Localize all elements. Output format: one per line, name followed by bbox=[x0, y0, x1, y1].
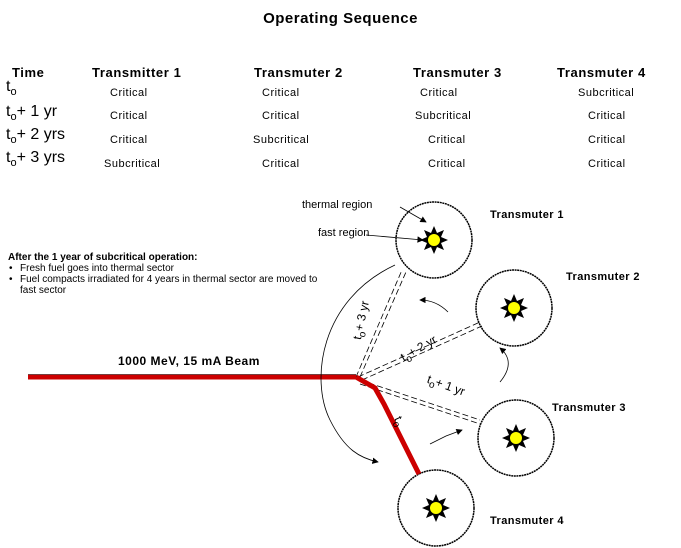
transmuter-2-label: Transmuter 2 bbox=[566, 271, 640, 283]
table-row-time: to+ 3 yrs bbox=[6, 149, 66, 170]
table-cell: Critical bbox=[420, 87, 458, 99]
rotation-arrow bbox=[429, 428, 463, 445]
table-cell: Critical bbox=[110, 134, 148, 146]
header-transmuter-2: Transmuter 2 bbox=[254, 65, 343, 80]
note-bullet: Fresh fuel goes into thermal sector bbox=[9, 263, 320, 274]
rotation-arrow bbox=[419, 296, 449, 313]
beam-switch-paths bbox=[355, 269, 483, 425]
header-transmuter-4: Transmuter 4 bbox=[557, 65, 646, 80]
table-cell: Critical bbox=[588, 110, 626, 122]
table-cell: Critical bbox=[428, 134, 466, 146]
table-cell: Critical bbox=[428, 158, 466, 170]
table-cell: Critical bbox=[262, 158, 300, 170]
page-title: Operating Sequence bbox=[263, 10, 418, 27]
table-cell: Critical bbox=[588, 158, 626, 170]
table-row-time: to+ 1 yr bbox=[6, 103, 58, 124]
table-cell: Critical bbox=[110, 110, 148, 122]
operation-note: After the 1 year of subcritical operatio… bbox=[8, 252, 320, 296]
header-time: Time bbox=[12, 65, 45, 80]
thermal-region-leader bbox=[399, 206, 427, 223]
rotation-arrow bbox=[499, 347, 509, 383]
note-bullet: Fuel compacts irradiated for 4 years in … bbox=[9, 274, 320, 296]
table-cell: Subcritical bbox=[578, 87, 635, 99]
transmuter-4-label: Transmuter 4 bbox=[490, 515, 564, 527]
note-title: After the 1 year of subcritical operatio… bbox=[8, 252, 198, 263]
table-cell: Critical bbox=[262, 87, 300, 99]
transmuter-4-vessel bbox=[397, 469, 475, 547]
big-rotation-arrow bbox=[320, 264, 396, 464]
table-cell: Subcritical bbox=[253, 134, 310, 146]
beam-label: 1000 MeV, 15 mA Beam bbox=[118, 354, 260, 368]
table-cell: Subcritical bbox=[415, 110, 472, 122]
table-cell: Critical bbox=[588, 134, 626, 146]
table-row-time: to+ 2 yrs bbox=[6, 126, 66, 147]
transmuter-3-vessel bbox=[477, 399, 555, 477]
thermal-region-label: thermal region bbox=[302, 199, 373, 211]
table-cell: Critical bbox=[262, 110, 300, 122]
transmuter-3-label: Transmuter 3 bbox=[552, 402, 626, 414]
transmuter-2-vessel bbox=[475, 269, 553, 347]
fast-region-leader bbox=[365, 234, 424, 243]
header-transmuter-3: Transmuter 3 bbox=[413, 65, 502, 80]
table-cell: Critical bbox=[110, 87, 148, 99]
table-row-time: to bbox=[6, 78, 17, 99]
transmuter-1-vessel bbox=[395, 201, 473, 279]
core-burst-icon bbox=[420, 226, 448, 254]
fast-region-label: fast region bbox=[318, 227, 370, 239]
beam-line bbox=[354, 374, 422, 476]
core-burst-icon bbox=[422, 494, 450, 522]
transmuter-1-label: Transmuter 1 bbox=[490, 209, 564, 221]
core-burst-icon bbox=[500, 294, 528, 322]
core-burst-icon bbox=[502, 424, 530, 452]
table-cell: Subcritical bbox=[104, 158, 161, 170]
header-transmuter-1: Transmitter 1 bbox=[92, 65, 182, 80]
